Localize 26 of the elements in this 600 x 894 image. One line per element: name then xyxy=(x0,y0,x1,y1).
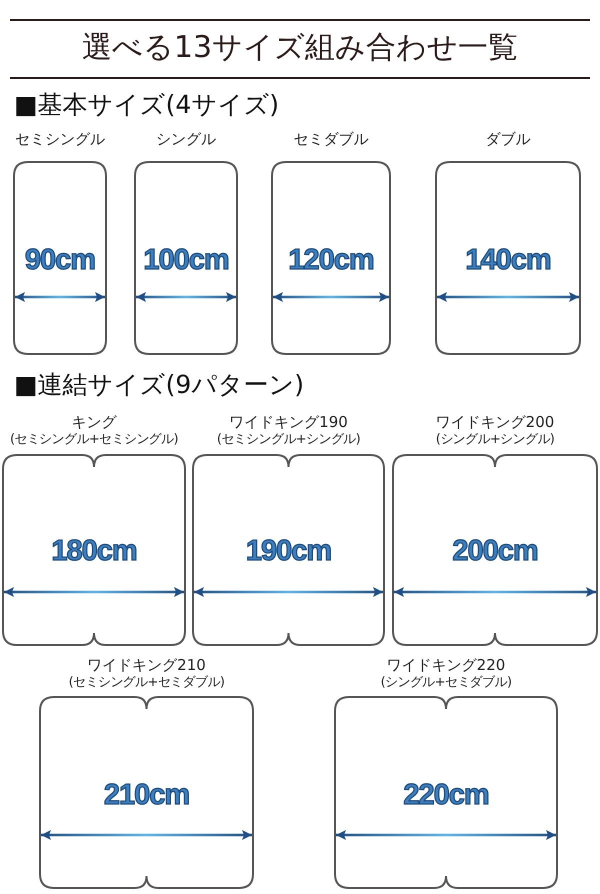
width-value: 200cm xyxy=(452,535,538,567)
size-name: セミシングル xyxy=(15,130,105,148)
size-name: セミダブル xyxy=(294,130,368,148)
width-value: 100cm xyxy=(143,244,229,276)
size-combination: (セミシングル+シングル) xyxy=(216,432,360,447)
width-value: 220cm xyxy=(403,779,489,811)
size-name: シングル xyxy=(156,130,216,148)
width-value: 190cm xyxy=(246,535,332,567)
width-value: 210cm xyxy=(104,779,190,811)
size-name: ワイドキング210 xyxy=(87,656,206,674)
size-combination: (セミシングル+セミシングル) xyxy=(10,432,178,447)
size-combination: (セミシングル+セミダブル) xyxy=(68,675,224,690)
width-value: 120cm xyxy=(288,244,374,276)
section-heading: ■基本サイズ(4サイズ) xyxy=(14,90,280,120)
width-value: 180cm xyxy=(51,535,137,567)
width-value: 90cm xyxy=(24,244,96,276)
size-name: ワイドキング200 xyxy=(436,413,554,431)
size-combination: (シングル+セミダブル) xyxy=(380,675,512,690)
size-name: ダブル xyxy=(486,130,530,148)
size-name: ワイドキング190 xyxy=(229,413,348,431)
page-title: 選べる13サイズ組み合わせ一覧 xyxy=(80,30,520,66)
size-name: キング xyxy=(72,413,116,431)
size-name: ワイドキング220 xyxy=(386,656,506,674)
section-heading: ■連結サイズ(9パターン) xyxy=(14,370,304,400)
width-value: 140cm xyxy=(465,244,551,276)
size-combination: (シングル+シングル) xyxy=(436,432,554,447)
